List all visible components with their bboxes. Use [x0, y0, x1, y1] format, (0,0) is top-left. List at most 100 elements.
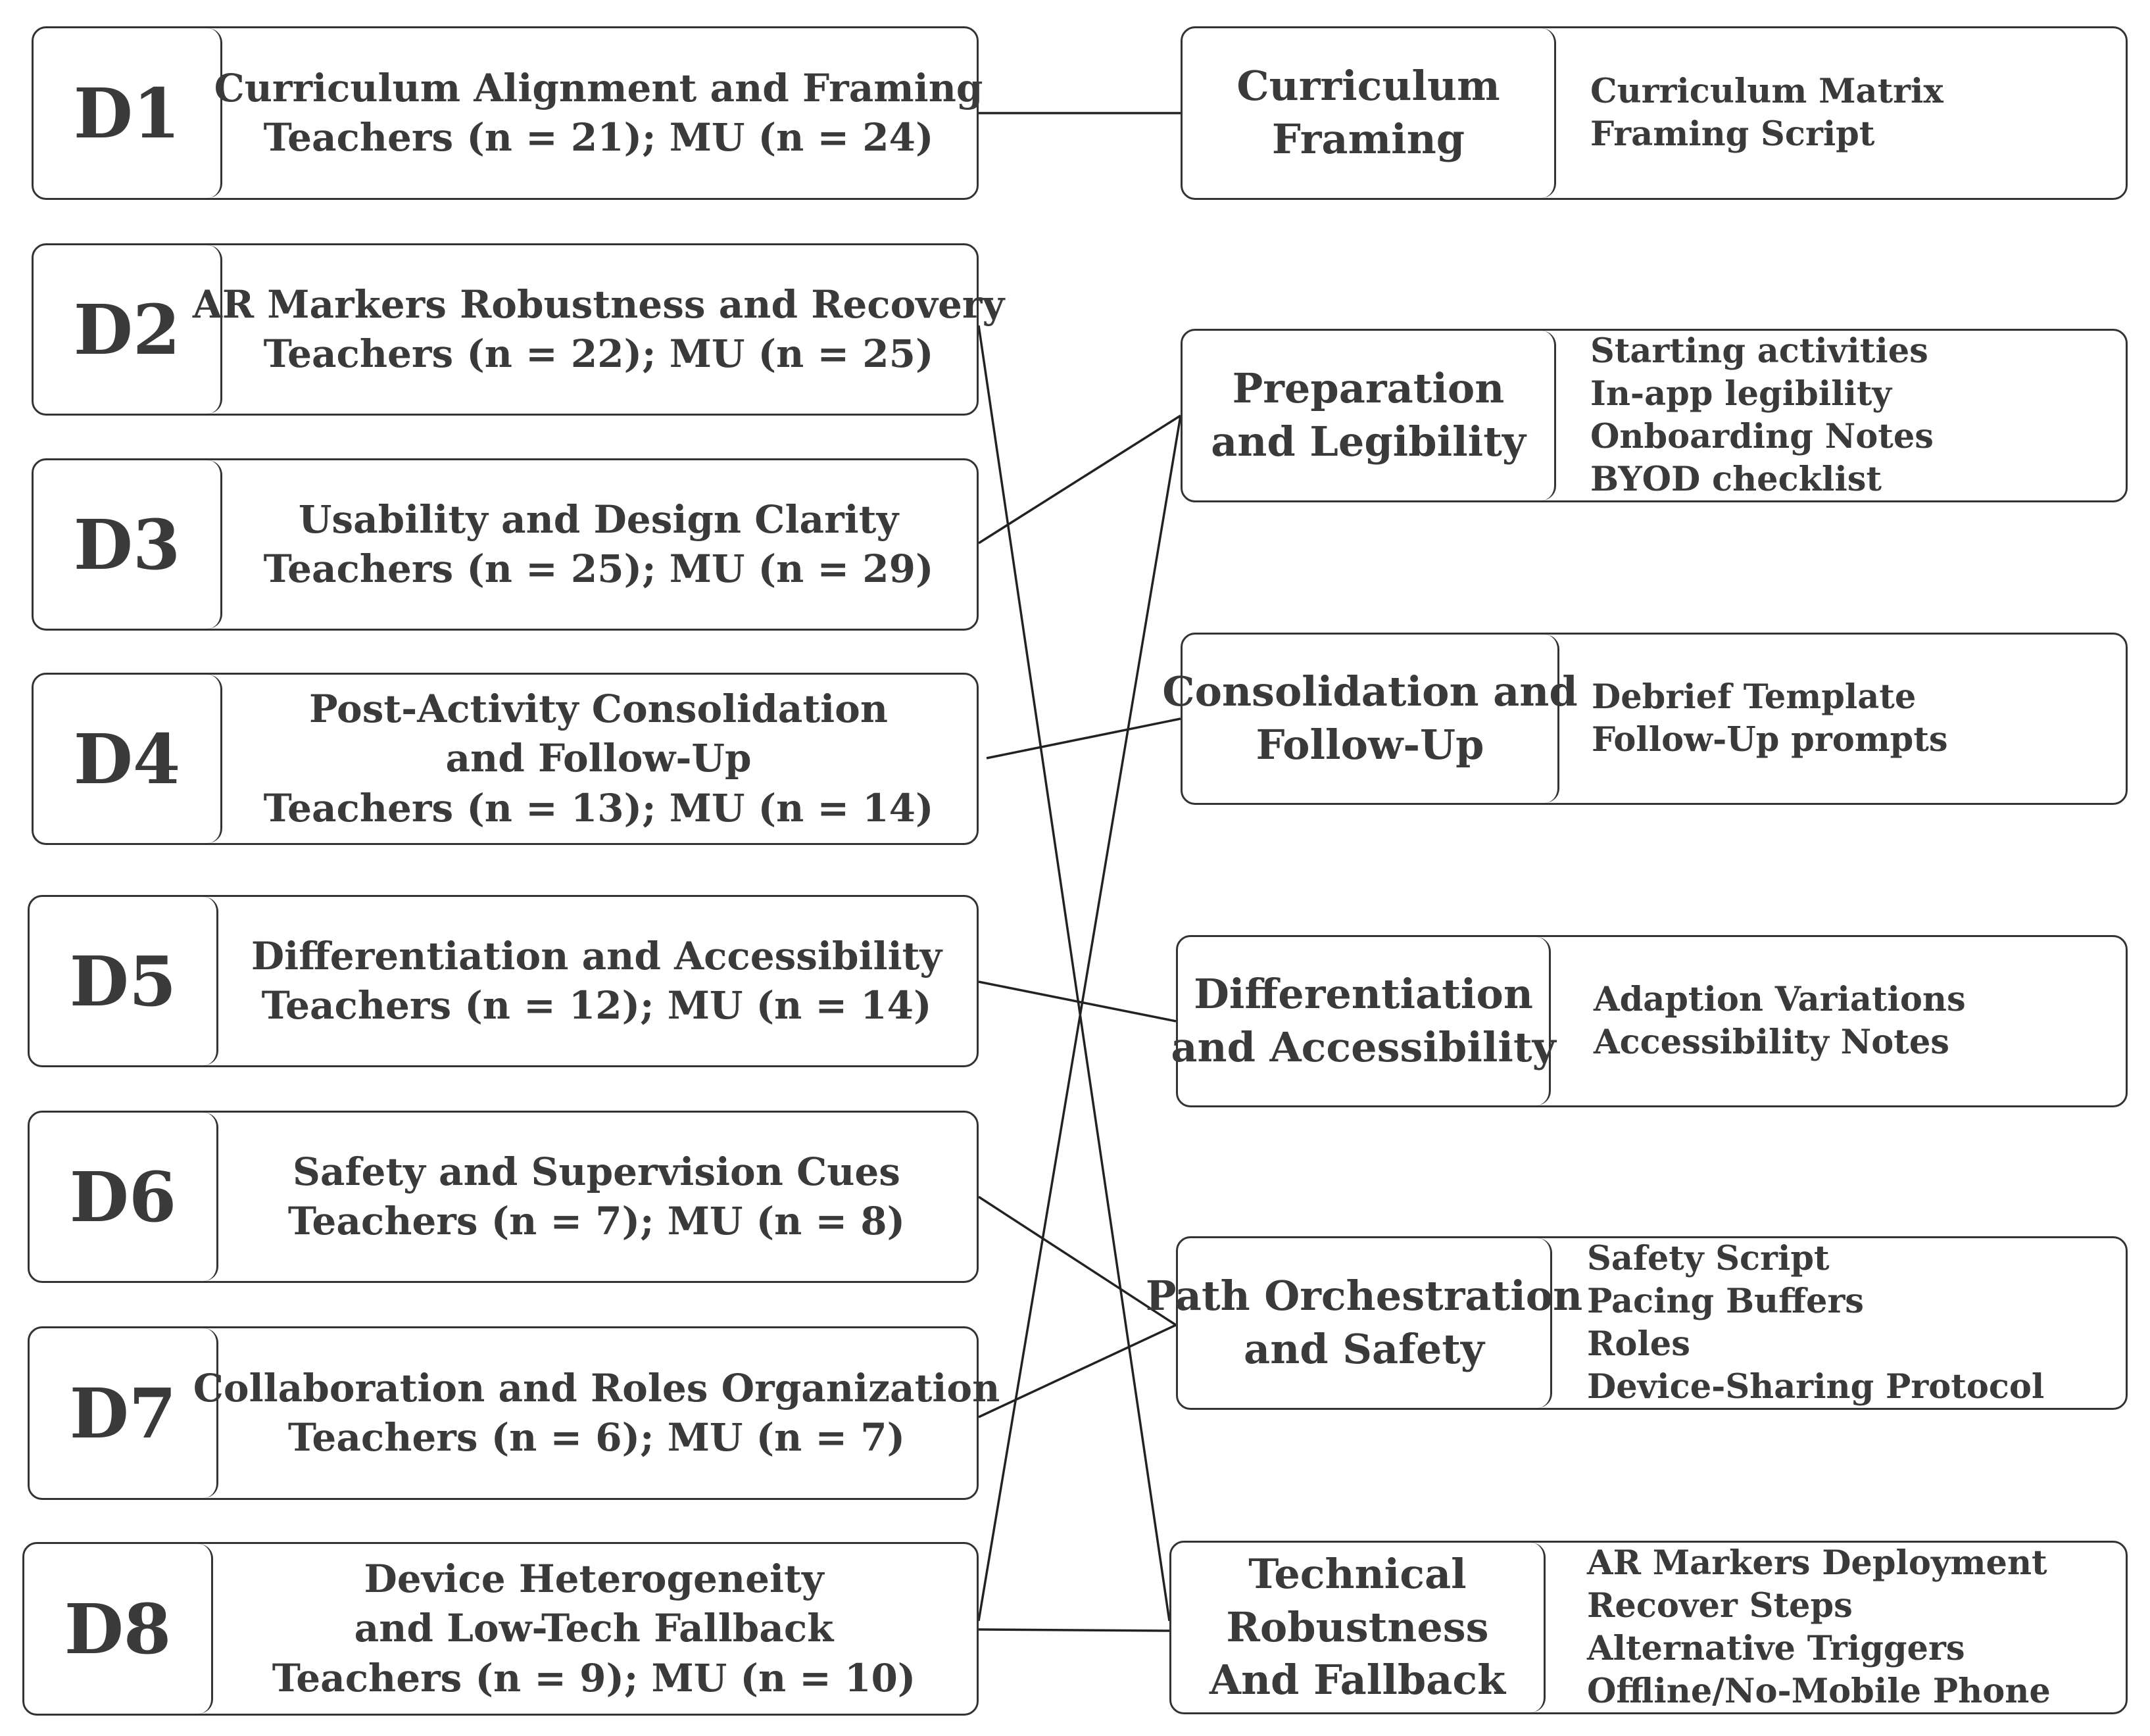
dimension-title: Collaboration and Roles Organization — [193, 1365, 1000, 1410]
dimension-description: Usability and Design Clarity Teachers (n… — [220, 460, 977, 629]
category-item: Curriculum Matrix — [1590, 72, 1943, 112]
dimension-code: D2 — [34, 245, 222, 414]
category-box-curriculum-framing: Curriculum Framing Curriculum Matrix Fra… — [1181, 26, 2128, 200]
category-box-path-orchestration-safety: Path Orchestration and Safety Safety Scr… — [1146, 1236, 2128, 1410]
dimension-description: Device Heterogeneity and Low-Tech Fallba… — [211, 1544, 977, 1714]
category-item: AR Markers Deployment — [1587, 1543, 2047, 1583]
dimension-description: Post-Activity Consolidation and Follow-U… — [220, 675, 977, 843]
category-item: Onboarding Notes — [1590, 417, 1934, 456]
dimension-code: D6 — [30, 1113, 218, 1281]
link-d8-preparation-legibility — [977, 415, 1182, 1622]
dimension-counts: Teachers (n = 25); MU (n = 29) — [263, 546, 934, 591]
category-item: Follow-Up prompts — [1592, 720, 1948, 760]
category-box-preparation-legibility: Preparation and Legibility Starting acti… — [1181, 329, 2128, 502]
category-box-consolidation-followup: Consolidation and Follow-Up Debrief Temp… — [1162, 633, 2128, 805]
dimension-counts: Teachers (n = 12); MU (n = 14) — [261, 983, 932, 1028]
dimension-box-d6: D6 Safety and Supervision Cues Teachers … — [28, 1111, 979, 1283]
category-item: Pacing Buffers — [1587, 1282, 1865, 1322]
dimension-counts: Teachers (n = 9); MU (n = 10) — [272, 1655, 916, 1700]
category-title-line: and Accessibility — [1171, 1023, 1556, 1071]
link-d8-technical-robustness — [978, 1628, 1170, 1632]
dimension-code: D7 — [30, 1328, 218, 1498]
dimension-box-d1: D1 Curriculum Alignment and Framing Teac… — [32, 26, 983, 200]
category-title: Differentiation and Accessibility — [1171, 937, 1556, 1105]
category-item: Debrief Template — [1592, 677, 1917, 717]
dimension-code: D5 — [30, 897, 218, 1065]
category-items: Debrief Template Follow-Up prompts — [1592, 635, 2126, 803]
dimension-box-d7: D7 Collaboration and Roles Organization … — [28, 1326, 1000, 1500]
dimension-counts: Teachers (n = 22); MU (n = 25) — [263, 331, 934, 376]
dimension-description: Differentiation and Accessibility Teache… — [216, 897, 977, 1065]
link-d3-preparation-legibility — [978, 414, 1181, 544]
category-title: Consolidation and Follow-Up — [1162, 635, 1578, 803]
dimension-title: Device Heterogeneity — [364, 1556, 824, 1601]
dimension-box-d5: D5 Differentiation and Accessibility Tea… — [28, 895, 979, 1067]
category-item: BYOD checklist — [1590, 459, 1882, 499]
category-item: Recover Steps — [1587, 1586, 1853, 1626]
category-item: Adaption Variations — [1594, 980, 1966, 1020]
dimension-description: AR Markers Robustness and Recovery Teach… — [193, 245, 1004, 414]
dimension-box-d2: D2 AR Markers Robustness and Recovery Te… — [32, 243, 1004, 416]
category-title-line: Technical — [1248, 1550, 1467, 1599]
link-d4-consolidation-followup — [986, 717, 1181, 760]
dimension-code: D1 — [34, 28, 222, 198]
category-title: Technical Robustness And Fallback — [1171, 1543, 1546, 1712]
category-title-line: Differentiation — [1194, 970, 1533, 1019]
dimension-code: D3 — [34, 460, 222, 629]
dimension-counts: Teachers (n = 13); MU (n = 14) — [263, 785, 934, 831]
dimension-title: Safety and Supervision Cues — [293, 1149, 900, 1194]
dimension-description: Curriculum Alignment and Framing Teacher… — [214, 28, 983, 198]
dimension-title: Usability and Design Clarity — [298, 496, 899, 542]
category-title-line: Preparation — [1232, 364, 1505, 413]
dimension-box-d3: D3 Usability and Design Clarity Teachers… — [32, 458, 979, 631]
category-box-technical-robustness: Technical Robustness And Fallback AR Mar… — [1169, 1541, 2128, 1714]
category-item: Alternative Triggers — [1587, 1629, 1965, 1668]
category-title-line: Follow-Up — [1256, 721, 1484, 769]
category-item: Safety Script — [1587, 1239, 1830, 1279]
dimension-counts: Teachers (n = 6); MU (n = 7) — [287, 1415, 906, 1460]
category-title-line: Framing — [1271, 115, 1465, 163]
category-items: Starting activities In-app legibility On… — [1590, 331, 2126, 500]
category-title: Path Orchestration and Safety — [1146, 1238, 1582, 1408]
category-title-line: and Legibility — [1211, 418, 1526, 466]
category-item: Offline/No-Mobile Phone — [1587, 1671, 2051, 1711]
category-item: Roles — [1587, 1324, 1690, 1364]
category-items: Adaption Variations Accessibility Notes — [1594, 937, 2126, 1105]
link-d6-path-orchestration — [978, 1195, 1177, 1326]
dimension-title: Differentiation and Accessibility — [251, 933, 942, 978]
dimension-code: D4 — [34, 675, 222, 843]
dimension-title-cont: and Low-Tech Fallback — [354, 1606, 834, 1651]
category-items: Curriculum Matrix Framing Script — [1590, 28, 2126, 198]
category-title-line: And Fallback — [1209, 1656, 1506, 1704]
category-item: Accessibility Notes — [1594, 1023, 1950, 1062]
dimension-counts: Teachers (n = 21); MU (n = 24) — [263, 115, 934, 160]
category-title-line: and Safety — [1244, 1325, 1484, 1373]
category-title-line: Curriculum — [1236, 62, 1500, 110]
link-d5-differentiation-accessibility — [978, 980, 1177, 1023]
link-d2-technical-robustness — [977, 325, 1171, 1622]
category-box-differentiation-accessibility: Differentiation and Accessibility Adapti… — [1171, 935, 2128, 1107]
dimension-box-d4: D4 Post-Activity Consolidation and Follo… — [32, 673, 979, 845]
category-item: Framing Script — [1590, 114, 1875, 154]
link-d7-path-orchestration — [978, 1324, 1177, 1418]
category-item: Starting activities — [1590, 331, 1928, 372]
category-title-line: Consolidation and — [1162, 667, 1578, 716]
dimension-title: Post-Activity Consolidation — [308, 686, 889, 731]
dimension-counts: Teachers (n = 7); MU (n = 8) — [287, 1199, 906, 1243]
dimension-description: Safety and Supervision Cues Teachers (n … — [216, 1113, 977, 1281]
category-item: Device-Sharing Protocol — [1587, 1366, 2045, 1407]
category-title: Curriculum Framing — [1183, 28, 1556, 198]
category-items: Safety Script Pacing Buffers Roles Devic… — [1587, 1238, 2126, 1408]
dimension-title: Curriculum Alignment and Framing — [214, 65, 983, 110]
dimension-code: D8 — [24, 1544, 213, 1714]
category-title-line: Path Orchestration — [1145, 1272, 1583, 1320]
category-title-line: Robustness — [1226, 1603, 1489, 1651]
dimension-description: Collaboration and Roles Organization Tea… — [193, 1328, 1000, 1498]
category-item: In-app legibility — [1590, 374, 1892, 414]
dimension-title-cont: and Follow-Up — [445, 736, 752, 781]
category-items: AR Markers Deployment Recover Steps Alte… — [1587, 1543, 2126, 1712]
dimension-box-d8: D8 Device Heterogeneity and Low-Tech Fal… — [22, 1542, 979, 1716]
dimension-title: AR Markers Robustness and Recovery — [192, 281, 1005, 327]
category-title: Preparation and Legibility — [1183, 331, 1556, 500]
